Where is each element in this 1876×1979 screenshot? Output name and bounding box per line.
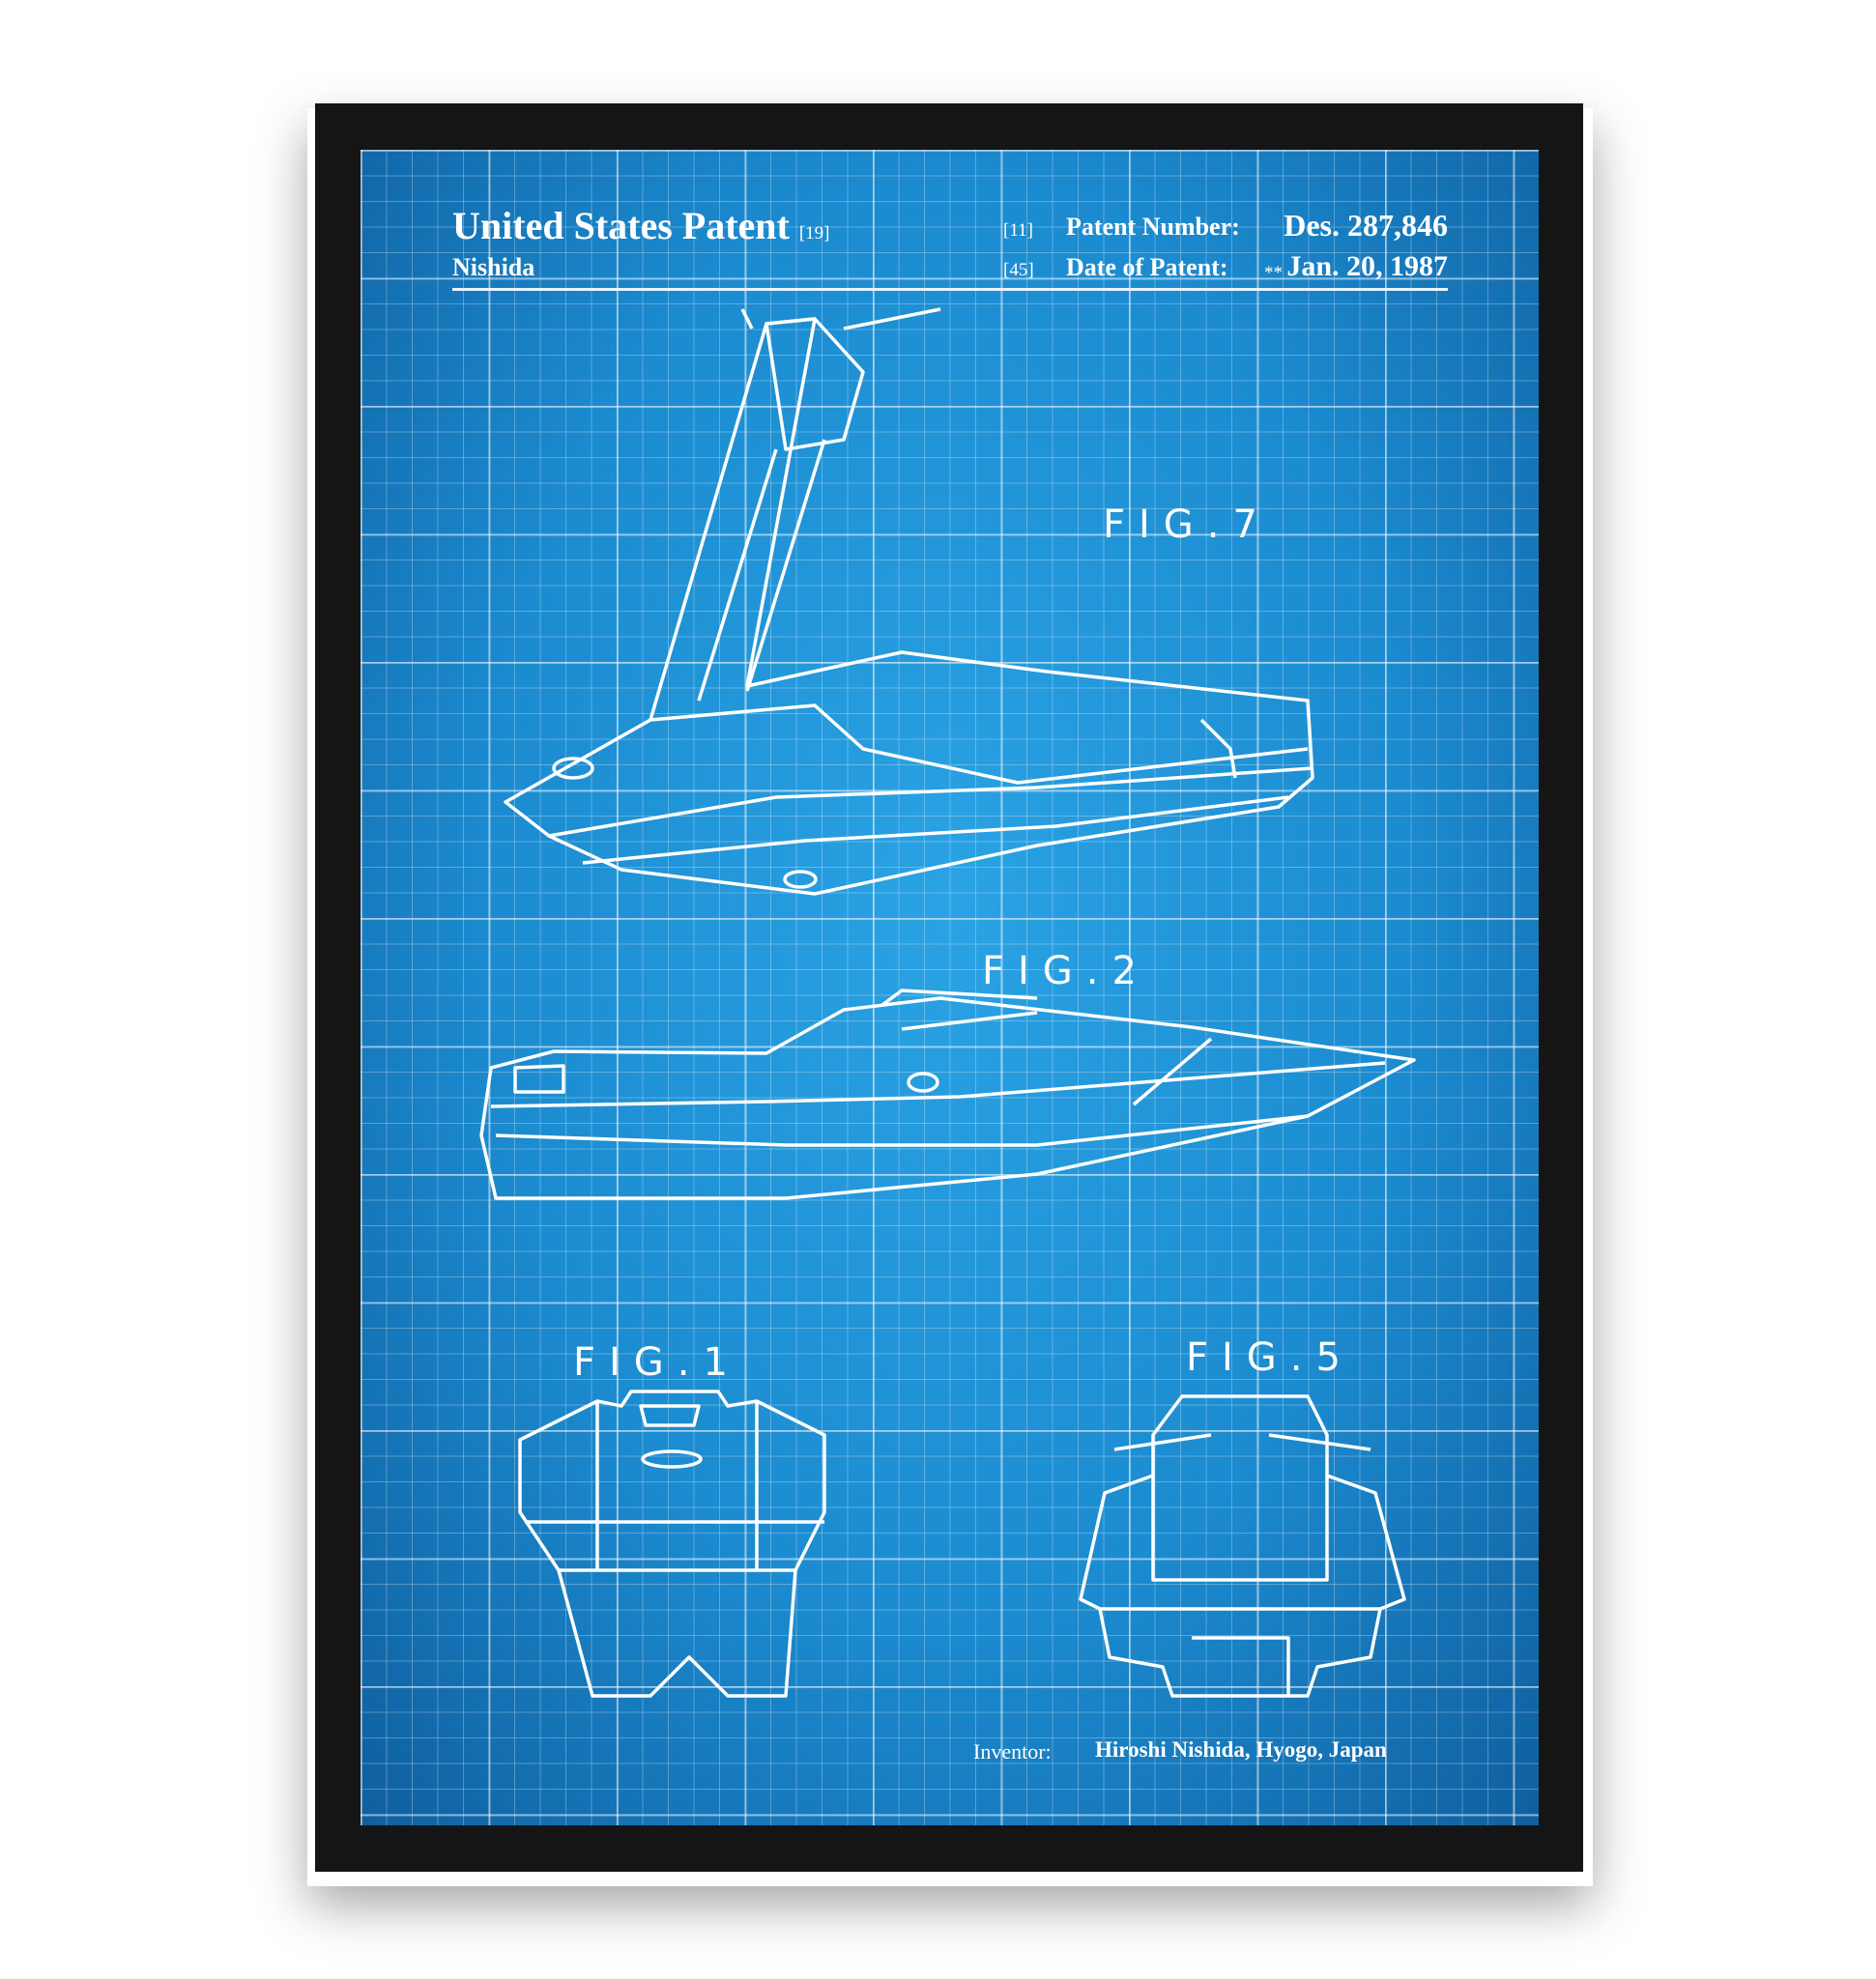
number-label: Patent Number: (1066, 213, 1240, 241)
title-ref: [19] (798, 223, 830, 244)
patent-title: United States Patent [19] (452, 203, 830, 248)
fig1-label: FIG.1 (573, 1340, 741, 1385)
date-ref: [45] (1003, 260, 1034, 280)
inventor-surname: Nishida (452, 253, 535, 281)
title-text: United States Patent (452, 204, 790, 247)
number-value: Des. 287,846 (1284, 208, 1448, 243)
inventor-label: Inventor: (973, 1739, 1052, 1764)
number-ref: [11] (1003, 220, 1033, 241)
fig2-drawing (479, 989, 1416, 1200)
jet-ski-drawings (479, 307, 1416, 1698)
grid-background (361, 150, 1539, 1825)
date-value: Jan. 20, 1987 (1286, 250, 1448, 282)
date-marker: ** (1264, 263, 1283, 283)
header-rule (452, 288, 1448, 291)
fig5-label: FIG.5 (1186, 1335, 1354, 1380)
fig1-drawing (518, 1390, 826, 1698)
inventor-value: Hiroshi Nishida, Hyogo, Japan (1095, 1737, 1387, 1762)
fig7-label: FIG.7 (1103, 502, 1271, 547)
fig2-label: FIG.2 (982, 949, 1150, 993)
date-label: Date of Patent: (1066, 253, 1228, 281)
blueprint-poster: United States Patent [19] Nishida [11] P… (361, 150, 1539, 1825)
fig5-drawing (1079, 1394, 1406, 1698)
fig7-drawing (504, 307, 1314, 896)
